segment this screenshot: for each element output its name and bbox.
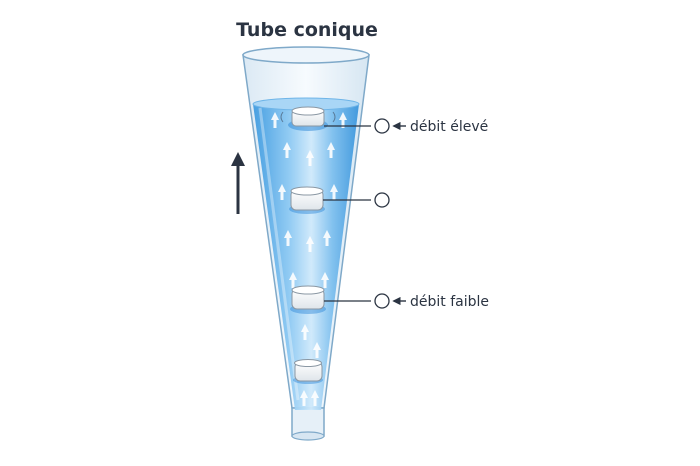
float-disc-icon [289, 186, 325, 214]
float-disc-icon [293, 359, 323, 384]
flow-arrows [271, 112, 347, 406]
marker-circle-icon [374, 192, 390, 208]
float-disc-icon [290, 285, 326, 314]
label-high-flow: débit élevé [410, 119, 488, 135]
water-column [252, 97, 360, 410]
marker-circle-icon [374, 118, 390, 134]
marker-circle-icon [374, 293, 390, 309]
float-disc-icon [280, 106, 336, 131]
upward-arrow-icon [231, 152, 245, 214]
diagram-title: Tube conique [236, 19, 378, 41]
label-low-flow: débit faible [410, 294, 489, 310]
